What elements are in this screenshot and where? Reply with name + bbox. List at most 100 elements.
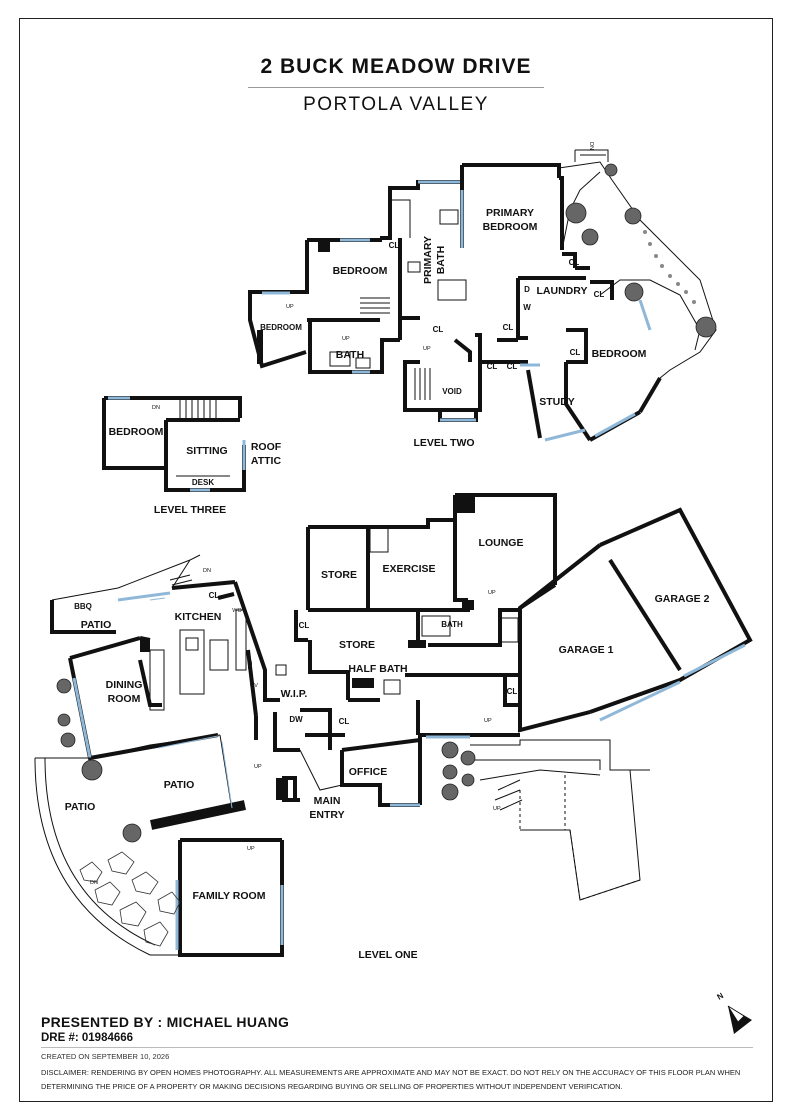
level-one-solid-blocks — [140, 240, 475, 830]
closet-label: CL — [487, 362, 498, 371]
stair-down-label: DN — [152, 405, 160, 411]
stair-up-label: UP — [254, 764, 262, 770]
room-label-sitting: SITTING — [186, 445, 227, 457]
room-label-patio-a: PATIO — [81, 619, 112, 631]
page-frame — [19, 18, 773, 1102]
closet-label: CL — [389, 241, 400, 250]
closet-label: CL — [433, 325, 444, 334]
stair-up-label: UP — [484, 718, 492, 724]
closet-label: CL — [503, 323, 514, 332]
label-dryer: D — [524, 285, 530, 294]
room-label-primary-bath-2: BATH — [435, 246, 447, 274]
north-arrow-icon: N — [716, 991, 752, 1034]
room-label-lounge: LOUNGE — [479, 537, 524, 549]
level-two-deck — [329, 149, 717, 400]
closet-label: CL — [299, 621, 310, 630]
closet-label: CL — [507, 362, 518, 371]
level-two-stones — [643, 230, 696, 304]
level-one-exterior — [34, 554, 650, 956]
stair-up-label: UP — [493, 806, 501, 812]
stair-down-label: DN — [203, 568, 211, 574]
level-three-stairs — [176, 400, 230, 477]
level-two-walls — [248, 163, 662, 442]
stair-down-label: DN — [588, 142, 594, 150]
closet-label: CL — [463, 601, 474, 610]
level-two-label: LEVEL TWO — [413, 437, 474, 449]
room-label-roof-attic-1: ROOF — [251, 441, 282, 453]
created-date: CREATED ON SEPTEMBER 10, 2026 — [41, 1052, 170, 1061]
room-label-bath-l2: BATH — [336, 349, 364, 361]
label-desk: DESK — [192, 478, 214, 487]
closet-label: CL — [507, 687, 518, 696]
room-label-patio-c: PATIO — [65, 801, 96, 813]
room-label-study: STUDY — [539, 396, 575, 408]
room-label-bath-l1: BATH — [441, 620, 463, 629]
stair-down-label: DN — [90, 880, 98, 886]
property-city: PORTOLA VALLEY — [303, 94, 489, 115]
title-divider — [248, 87, 544, 88]
footer-divider — [41, 1047, 753, 1048]
room-label-bedroom-l2-c: BEDROOM — [592, 348, 647, 360]
room-label-bedroom-l3: BEDROOM — [109, 426, 164, 438]
room-label-void: VOID — [442, 387, 462, 396]
closet-label: CL — [570, 348, 581, 357]
label-oven: OV — [250, 683, 258, 689]
level-two-plants — [565, 163, 717, 338]
stepping-stones — [79, 851, 181, 947]
level-three-label: LEVEL THREE — [154, 504, 226, 516]
level-one-label: LEVEL ONE — [358, 949, 417, 961]
label-washer: W — [523, 303, 531, 312]
dre-number: DRE #: 01984666 — [41, 1032, 134, 1044]
room-label-office: OFFICE — [349, 766, 388, 778]
room-label-store-a: STORE — [321, 569, 357, 581]
closet-label: CL — [339, 717, 350, 726]
disclaimer-text: DISCLAIMER: RENDERING BY OPEN HOMES PHOT… — [41, 1068, 741, 1091]
north-letter: N — [716, 991, 726, 1002]
closet-label: CL — [318, 241, 329, 250]
stair-up-label: UP — [247, 846, 255, 852]
stair-up-label: UP — [488, 590, 496, 596]
label-dishwasher: DW — [289, 715, 303, 724]
room-label-bedroom-l2-b: BEDROOM — [260, 323, 302, 332]
room-label-laundry: LAUNDRY — [537, 285, 588, 297]
room-label-half-bath: HALF BATH — [348, 663, 407, 675]
room-label-garage-1: GARAGE 1 — [559, 644, 614, 656]
level-two-windows — [262, 180, 652, 442]
room-label-primary-bedroom-1: PRIMARY — [486, 207, 534, 219]
level-one-windows — [72, 591, 746, 950]
label-fireplace: FP — [192, 812, 203, 821]
level-three-windows — [108, 396, 246, 492]
label-wall-oven: WO — [232, 608, 242, 614]
level-one-fixtures — [149, 527, 519, 711]
level-one-thin-blue — [149, 597, 233, 809]
closet-label: CL — [209, 591, 220, 600]
presented-by: PRESENTED BY : MICHAEL HUANG — [41, 1014, 290, 1030]
room-label-garage-2: GARAGE 2 — [655, 593, 710, 605]
level-one-walls — [50, 493, 753, 957]
room-label-dining-2: ROOM — [108, 693, 141, 705]
room-label-main-entry-2: ENTRY — [309, 809, 344, 821]
room-label-main-entry-1: MAIN — [314, 795, 341, 807]
room-label-kitchen: KITCHEN — [175, 611, 222, 623]
stair-up-label: UP — [342, 336, 350, 342]
room-label-bedroom-l2-a: BEDROOM — [333, 265, 388, 277]
closet-label: CL — [569, 258, 580, 267]
room-label-roof-attic-2: ATTIC — [251, 455, 282, 467]
room-label-primary-bath-1: PRIMARY — [422, 236, 434, 284]
room-label-store-b: STORE — [339, 639, 375, 651]
room-label-family-room: FAMILY ROOM — [193, 890, 266, 902]
stair-up-label: UP — [286, 304, 294, 310]
level-one-plants — [56, 678, 476, 843]
room-label-dining-1: DINING — [106, 679, 143, 691]
property-title: 2 BUCK MEADOW DRIVE — [260, 55, 532, 78]
room-label-primary-bedroom-2: BEDROOM — [483, 221, 538, 233]
level-one-dashed — [519, 775, 641, 901]
label-bbq: BBQ — [74, 602, 92, 611]
label-refrigerator: REF — [248, 658, 254, 670]
closet-label: CL — [594, 290, 605, 299]
room-label-wip: W.I.P. — [281, 688, 308, 700]
stair-up-label: UP — [423, 346, 431, 352]
room-label-exercise: EXERCISE — [382, 563, 435, 575]
room-label-patio-b: PATIO — [164, 779, 195, 791]
